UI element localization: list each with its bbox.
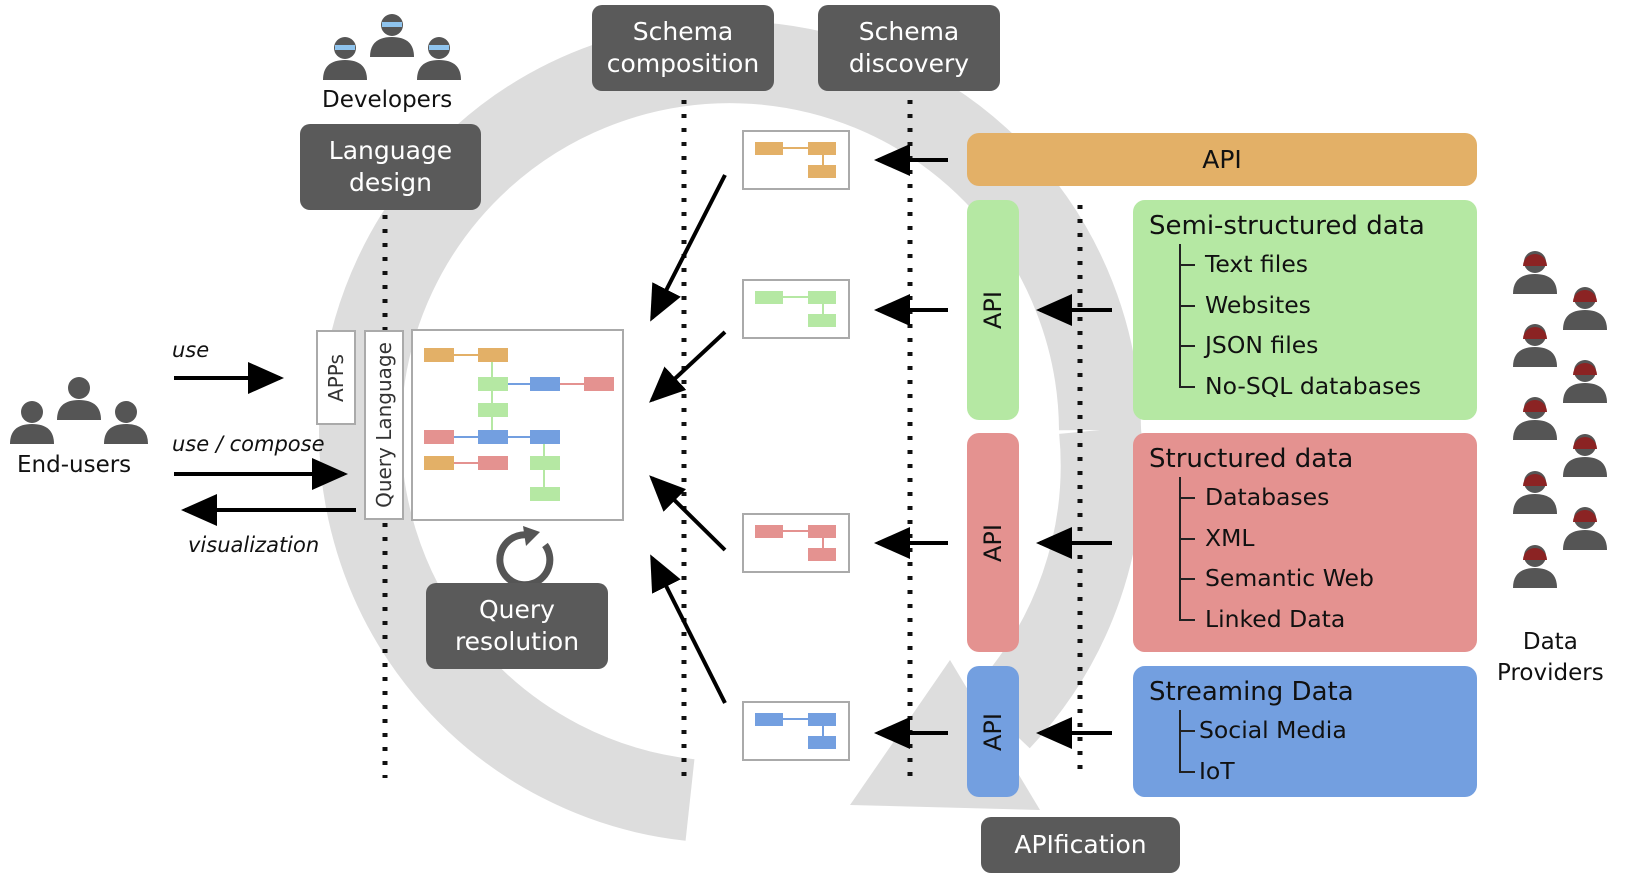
structured-panel: Structured data Databases XML Semantic W…	[1133, 433, 1477, 652]
end-user-icons	[10, 377, 148, 444]
semi-structured-panel: Semi-structured data Text files Websites…	[1133, 200, 1477, 420]
schema-composition-box: Schema composition	[592, 5, 774, 91]
composed-schema	[411, 329, 624, 521]
data-providers-line1: Data	[1522, 629, 1578, 655]
list-item: No-SQL databases	[1179, 366, 1461, 407]
language-design-line2: design	[349, 168, 432, 197]
interaction-arrows	[174, 362, 356, 526]
apps-box: APPs	[316, 330, 356, 425]
list-item: Databases	[1179, 477, 1461, 518]
top-api-bar: API	[967, 133, 1477, 186]
list-item: Websites	[1179, 285, 1461, 326]
data-providers-label: Data Providers	[1497, 627, 1604, 689]
visualization-label: visualization	[188, 533, 320, 557]
use-label: use	[172, 338, 210, 362]
schema-discovery-line1: Schema	[858, 17, 960, 46]
schema-thumbnails	[742, 130, 850, 761]
data-provider-icons	[1513, 251, 1607, 588]
end-users-label: End-users	[17, 452, 132, 478]
query-resolution-line1: Query	[479, 595, 555, 624]
schema-composition-line2: composition	[606, 49, 760, 78]
structured-list: Databases XML Semantic Web Linked Data	[1179, 477, 1461, 639]
streaming-list: Social Media IoT	[1179, 710, 1461, 791]
schema-discovery-line2: discovery	[848, 49, 970, 78]
apification-box: APIfication	[981, 817, 1180, 873]
structured-api-bar: API	[967, 433, 1019, 652]
structured-title: Structured data	[1149, 444, 1354, 474]
schema-composition-line1: Schema	[632, 17, 734, 46]
list-item: JSON files	[1179, 325, 1461, 366]
streaming-api-label: API	[979, 712, 1007, 751]
query-language-box: Query Language	[364, 330, 404, 520]
flow-arrows	[649, 144, 1112, 749]
developer-icons	[323, 14, 461, 80]
list-item: IoT	[1179, 751, 1461, 792]
structured-api-label: API	[979, 523, 1007, 562]
semi-structured-title: Semi-structured data	[1149, 211, 1425, 241]
query-language-label: Query Language	[372, 342, 396, 508]
semi-structured-api-bar: API	[967, 200, 1019, 420]
streaming-api-bar: API	[967, 666, 1019, 797]
list-item: Linked Data	[1179, 599, 1461, 640]
top-api-label: API	[1202, 145, 1242, 174]
streaming-panel: Streaming Data Social Media IoT	[1133, 666, 1477, 797]
list-item: Text files	[1179, 244, 1461, 285]
list-item: XML	[1179, 518, 1461, 559]
list-item: Semantic Web	[1179, 558, 1461, 599]
semi-structured-list: Text files Websites JSON files No-SQL da…	[1179, 244, 1461, 406]
streaming-title: Streaming Data	[1149, 677, 1354, 707]
query-resolution-line2: resolution	[454, 627, 580, 656]
data-providers-line2: Providers	[1497, 660, 1604, 686]
use-compose-label: use / compose	[172, 432, 325, 456]
language-design-line1: Language	[328, 136, 453, 165]
query-resolution-box: Query resolution	[426, 583, 608, 669]
apps-label: APPs	[324, 353, 348, 402]
language-design-box: Language design	[300, 124, 481, 210]
schema-discovery-box: Schema discovery	[818, 5, 1000, 91]
semi-structured-api-label: API	[979, 291, 1007, 329]
developers-label: Developers	[322, 87, 453, 113]
refresh-icon	[496, 526, 554, 589]
list-item: Social Media	[1179, 710, 1461, 751]
